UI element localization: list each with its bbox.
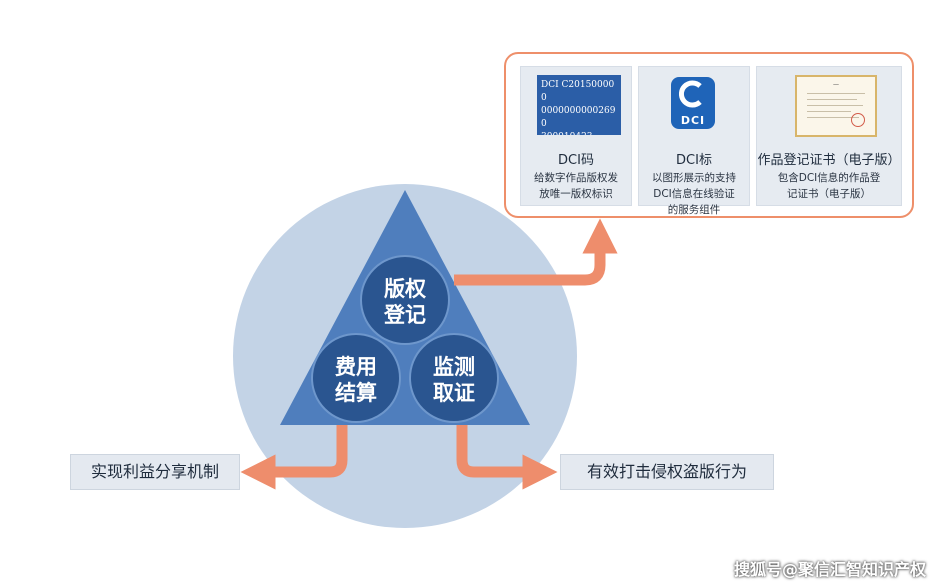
desc-line: 的服务组件 [667, 204, 721, 216]
node-top-line1: 版权 [384, 276, 426, 301]
outputs-panel: DCI C201500000 00000000002690 300010423 … [504, 52, 914, 218]
node-left-line2: 结算 [335, 380, 377, 405]
card-dci-mark: DCI DCI标 以图形展示的支持 DCI信息在线验证 的服务组件 [638, 66, 750, 216]
node-monitoring-evidence: 监测 取证 [409, 333, 499, 423]
dci-code-line: DCI C201500000 [541, 80, 615, 103]
desc-line: 以图形展示的支持 [652, 172, 736, 184]
dci-code-line: 300010423 [541, 131, 617, 135]
card-dci-code: DCI C201500000 00000000002690 300010423 … [520, 66, 632, 206]
arrow-to-top-panel [454, 218, 618, 286]
card-title: DCI码 [558, 153, 594, 168]
dci-logo-text: DCI [680, 114, 706, 127]
arrow-to-left-result [240, 425, 348, 490]
node-right-line1: 监测 [433, 354, 475, 379]
watermark: 搜狐号@聚信汇智知识产权 [733, 560, 926, 579]
desc-line: 放唯一版权标识 [539, 188, 613, 200]
card-title: DCI标 [676, 153, 712, 168]
card-description: 包含DCI信息的作品登 记证书（电子版） [761, 170, 897, 202]
node-right-line2: 取证 [433, 380, 475, 405]
node-copyright-registration: 版权 登记 [360, 255, 450, 345]
result-anti-piracy: 有效打击侵权盗版行为 [560, 454, 774, 490]
dci-code-image: DCI C201500000 00000000002690 300010423 [537, 75, 621, 135]
dci-logo-icon: DCI [671, 77, 715, 129]
desc-line: DCI信息在线验证 [653, 188, 735, 200]
node-fee-settlement: 费用 结算 [311, 333, 401, 423]
certificate-thumbnail: — [795, 75, 877, 137]
card-title: 作品登记证书（电子版） [757, 153, 901, 168]
desc-line: 给数字作品版权发 [534, 172, 618, 184]
card-registration-certificate: — 作品登记证书（电子版） 包含DCI信息的作品登 记证书（电子版） [756, 66, 902, 206]
desc-line: 包含DCI信息的作品登 [777, 172, 881, 184]
node-left-line1: 费用 [335, 354, 377, 379]
arrow-to-right-result [456, 425, 558, 490]
desc-line: 记证书（电子版） [787, 188, 871, 200]
result-benefit-sharing: 实现利益分享机制 [70, 454, 240, 490]
card-description: 以图形展示的支持 DCI信息在线验证 的服务组件 [643, 170, 745, 218]
dci-code-line: 00000000002690 [541, 106, 616, 129]
card-description: 给数字作品版权发 放唯一版权标识 [525, 170, 627, 202]
seal-icon [851, 113, 865, 127]
node-top-line2: 登记 [383, 302, 426, 327]
